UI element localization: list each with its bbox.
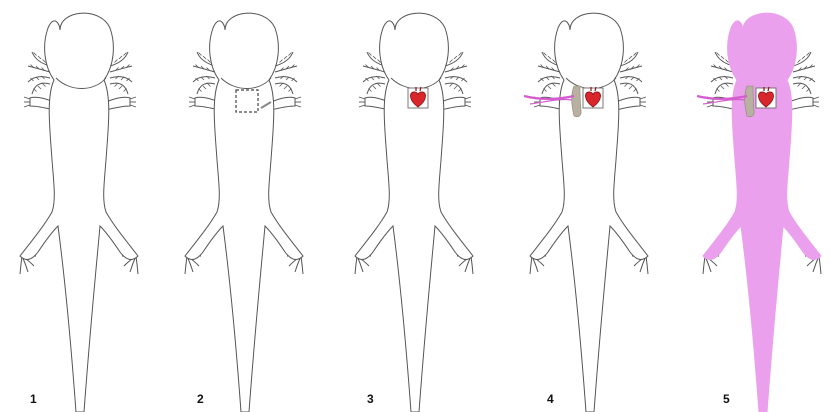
step-label-1: 1 [30, 392, 37, 406]
axolotl-outline [510, 0, 676, 412]
axolotl-body [703, 13, 821, 412]
step-label-5: 5 [723, 392, 730, 406]
bone-graft [745, 86, 754, 117]
panel-3: 3 [335, 0, 501, 412]
right-gills [445, 52, 467, 94]
right-gills [793, 52, 815, 94]
right-gills [110, 52, 132, 94]
axolotl-body [185, 13, 303, 412]
right-front-limb [106, 97, 136, 110]
step-label-3: 3 [367, 392, 374, 406]
axolotl-outline [0, 0, 166, 412]
panel-1: 1 [0, 0, 166, 412]
right-gills [275, 52, 297, 94]
right-front-limb [271, 97, 301, 110]
bone-graft [572, 86, 581, 117]
axolotl-body [20, 13, 138, 412]
step-label-4: 4 [547, 392, 554, 406]
panel-5: 5 [683, 0, 831, 412]
axolotl-body [530, 13, 648, 412]
right-front-limb [616, 97, 646, 110]
right-front-limb [789, 97, 819, 110]
step-label-2: 2 [197, 392, 204, 406]
axolotl-outline [683, 0, 831, 412]
axolotl-body [355, 13, 473, 412]
axolotl-outline [335, 0, 501, 412]
panel-4: 4 [510, 0, 676, 412]
panel-2: 2 [165, 0, 331, 412]
right-front-limb [441, 97, 471, 110]
axolotl-outline [165, 0, 331, 412]
right-gills [620, 52, 642, 94]
